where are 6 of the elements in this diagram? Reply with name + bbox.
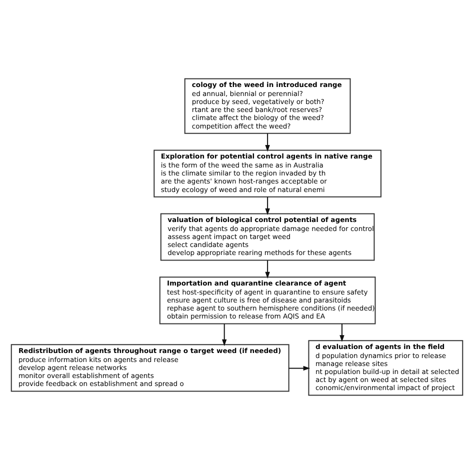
arrow [340, 324, 344, 342]
arrow [265, 260, 270, 279]
arrow [288, 366, 310, 371]
arrow [265, 197, 270, 216]
arrow [222, 324, 227, 346]
arrow [265, 134, 270, 152]
